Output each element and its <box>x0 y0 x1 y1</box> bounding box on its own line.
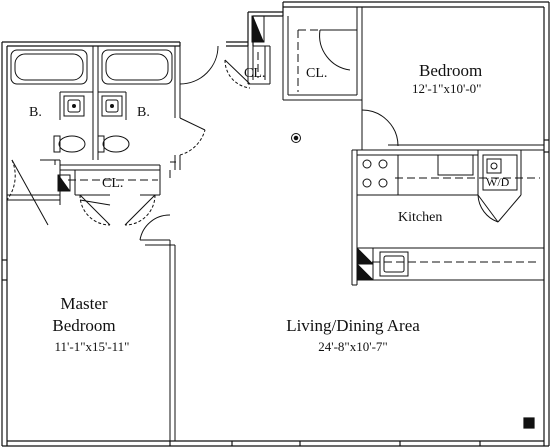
kitchen-label: Kitchen <box>398 210 443 225</box>
living-dining-label: Living/Dining Area <box>286 316 420 335</box>
bedroom-dimensions: 12'-1"x10'-0" <box>412 81 482 96</box>
markers <box>57 15 265 192</box>
ceiling-light <box>291 133 301 143</box>
closet-rods <box>68 29 540 263</box>
master-bedroom-label-line2: Bedroom <box>52 316 116 335</box>
door-swings <box>6 29 522 241</box>
bedroom-label: Bedroom <box>419 61 483 80</box>
master-bedroom-dimensions: 11'-1"x15'-11" <box>54 339 130 354</box>
living-dining-dimensions: 24'-8"x10'-7" <box>318 339 388 354</box>
closet-label-1: CL. <box>244 66 266 81</box>
washer-dryer-label: W/D <box>486 175 510 189</box>
master-bedroom-label-line1: Master <box>60 294 108 313</box>
bathtubs <box>10 49 173 85</box>
kitchen-counters <box>356 154 545 281</box>
bath-label-1: B. <box>29 105 42 120</box>
closet-label-2: CL. <box>306 66 328 81</box>
closet-label-3: CL. <box>102 176 124 191</box>
toilets <box>53 135 130 153</box>
sinks <box>59 91 127 120</box>
bath-label-2: B. <box>137 105 150 120</box>
